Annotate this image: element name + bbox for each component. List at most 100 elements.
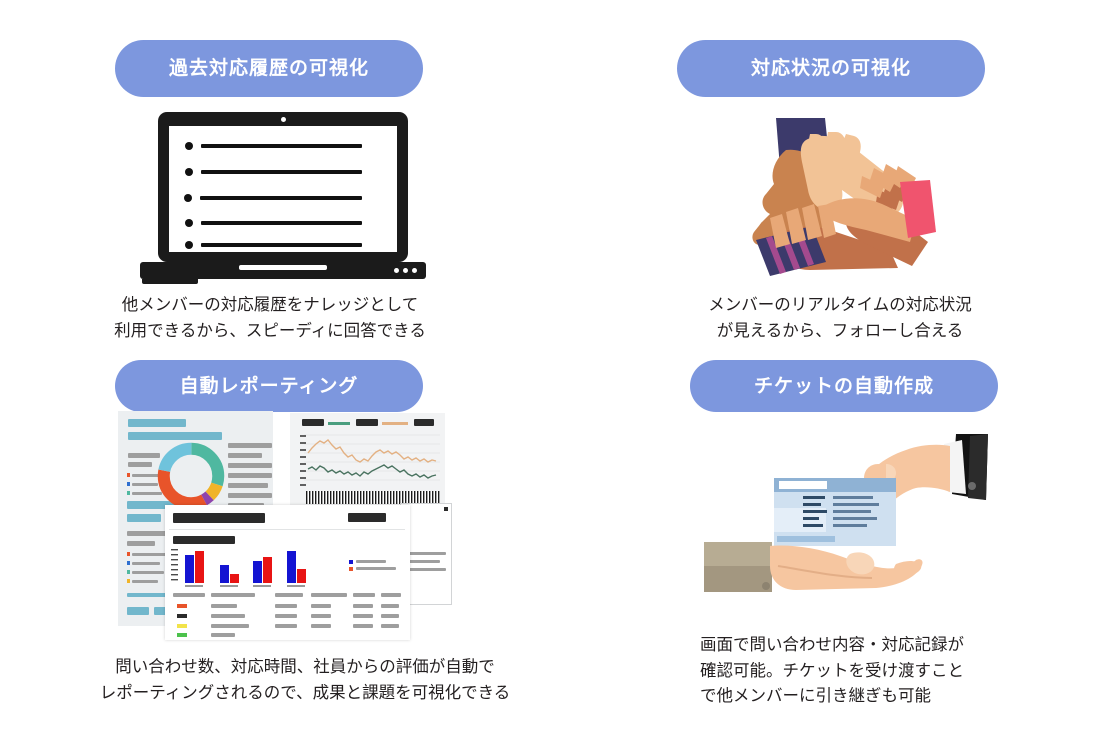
list-bullet — [185, 219, 193, 227]
list-line — [201, 170, 362, 174]
pill-status-visualization[interactable]: 対応状況の可視化 — [677, 40, 985, 97]
legend-swatch — [127, 482, 130, 486]
pill-label: チケットの自動作成 — [753, 375, 934, 397]
dense-tick-axis — [306, 491, 440, 504]
lower-hand-palm — [770, 545, 923, 590]
table-cell — [381, 614, 399, 618]
line-chart-page — [290, 413, 445, 511]
list-line — [201, 243, 362, 247]
lower-hand-crease — [777, 565, 873, 579]
table-cell — [311, 624, 331, 628]
bar-chart-svg — [171, 549, 306, 587]
legend-swatch — [127, 570, 130, 574]
table-header-cell — [275, 593, 303, 597]
upper-sleeve-shade — [968, 434, 988, 500]
legend-swatch — [127, 473, 130, 477]
divider — [169, 529, 405, 530]
accent-bar — [127, 514, 161, 522]
row-swatch — [177, 614, 187, 618]
line-chart-svg — [300, 434, 440, 486]
hands-svg — [752, 118, 936, 276]
laptop-illustration — [140, 112, 430, 287]
accent-bar — [127, 593, 167, 597]
legend-key — [302, 419, 324, 426]
pill-auto-ticket-creation[interactable]: チケットの自動作成 — [690, 360, 998, 412]
pill-label: 過去対応履歴の可視化 — [168, 58, 369, 79]
laptop-foot — [142, 279, 198, 284]
webcam-dot — [280, 117, 286, 122]
table-cell — [275, 604, 297, 608]
text-line — [228, 473, 272, 478]
row-swatch — [177, 624, 187, 628]
legend-swatch — [127, 561, 130, 565]
hand-tan-right — [824, 198, 916, 242]
table-cell — [353, 624, 373, 628]
text-line — [128, 453, 160, 458]
row-swatch — [177, 604, 187, 608]
legend-line-green — [328, 422, 350, 425]
legend-swatch — [349, 560, 353, 564]
row-swatch — [177, 633, 187, 637]
ticket-handoff-svg — [704, 434, 988, 592]
legend-swatch — [349, 567, 353, 571]
lower-fingers — [893, 561, 922, 577]
table-cell — [211, 614, 245, 618]
text-line — [228, 463, 272, 468]
table-cell — [311, 604, 331, 608]
legend-line — [356, 560, 386, 563]
donut-chart — [157, 442, 225, 510]
text-line — [127, 541, 155, 546]
chart-legend — [349, 559, 403, 575]
legend-swatch — [127, 491, 130, 495]
laptop-base — [140, 262, 426, 279]
hand-tan-right-fingers — [860, 164, 916, 198]
legend-line — [132, 483, 158, 486]
cuff-button — [968, 482, 976, 490]
text-line — [228, 493, 272, 498]
legend-key — [414, 419, 434, 426]
legend-swatch — [127, 552, 130, 556]
text-line — [228, 443, 272, 448]
page-tag-bar — [348, 513, 386, 522]
ticket-card — [774, 478, 896, 546]
caption-auto-reporting: 問い合わせ数、対応時間、社員からの評価が自動で レポーティングされるので、成果と… — [99, 658, 511, 702]
accent-bar — [127, 501, 183, 509]
table-header-cell — [353, 593, 375, 597]
table-cell — [353, 614, 373, 618]
header-bar — [128, 432, 222, 440]
lower-thumb — [846, 552, 875, 575]
upper-thumb-highlight — [886, 464, 896, 482]
list-line — [200, 196, 362, 200]
legend-line — [132, 571, 164, 574]
list-bullet — [185, 168, 193, 176]
analytics-dashboard-illustration — [110, 405, 455, 640]
legend-line-orange — [382, 422, 408, 425]
text-line — [127, 531, 167, 536]
text-line — [128, 462, 152, 467]
pink-sleeve — [900, 180, 936, 238]
list-line — [201, 221, 362, 225]
laptop-lid — [158, 112, 408, 262]
bar-chart-page — [165, 505, 410, 640]
laptop-screen — [169, 126, 397, 252]
pill-past-history-visualization[interactable]: 過去対応履歴の可視化 — [115, 40, 423, 97]
lower-sleeve-light — [704, 542, 772, 566]
lower-cuff-button — [762, 582, 770, 590]
table-cell — [211, 604, 237, 608]
ticket-handoff-illustration — [700, 420, 1000, 620]
legend-line — [132, 474, 166, 477]
pill-auto-reporting[interactable]: 自動レポーティング — [115, 360, 423, 412]
table-cell — [275, 624, 297, 628]
list-bullet — [185, 142, 193, 150]
pill-label: 対応状況の可視化 — [750, 58, 911, 79]
list-bullet — [184, 194, 192, 202]
table-header-cell — [211, 593, 255, 597]
accent-button — [127, 607, 149, 615]
table-cell — [275, 614, 297, 618]
table-header-cell — [173, 593, 205, 597]
hand-front-top-fingers — [808, 132, 861, 170]
pill-label: 自動レポーティング — [179, 375, 359, 397]
text-line — [406, 568, 446, 571]
table-cell — [381, 624, 399, 628]
table-cell — [211, 624, 249, 628]
